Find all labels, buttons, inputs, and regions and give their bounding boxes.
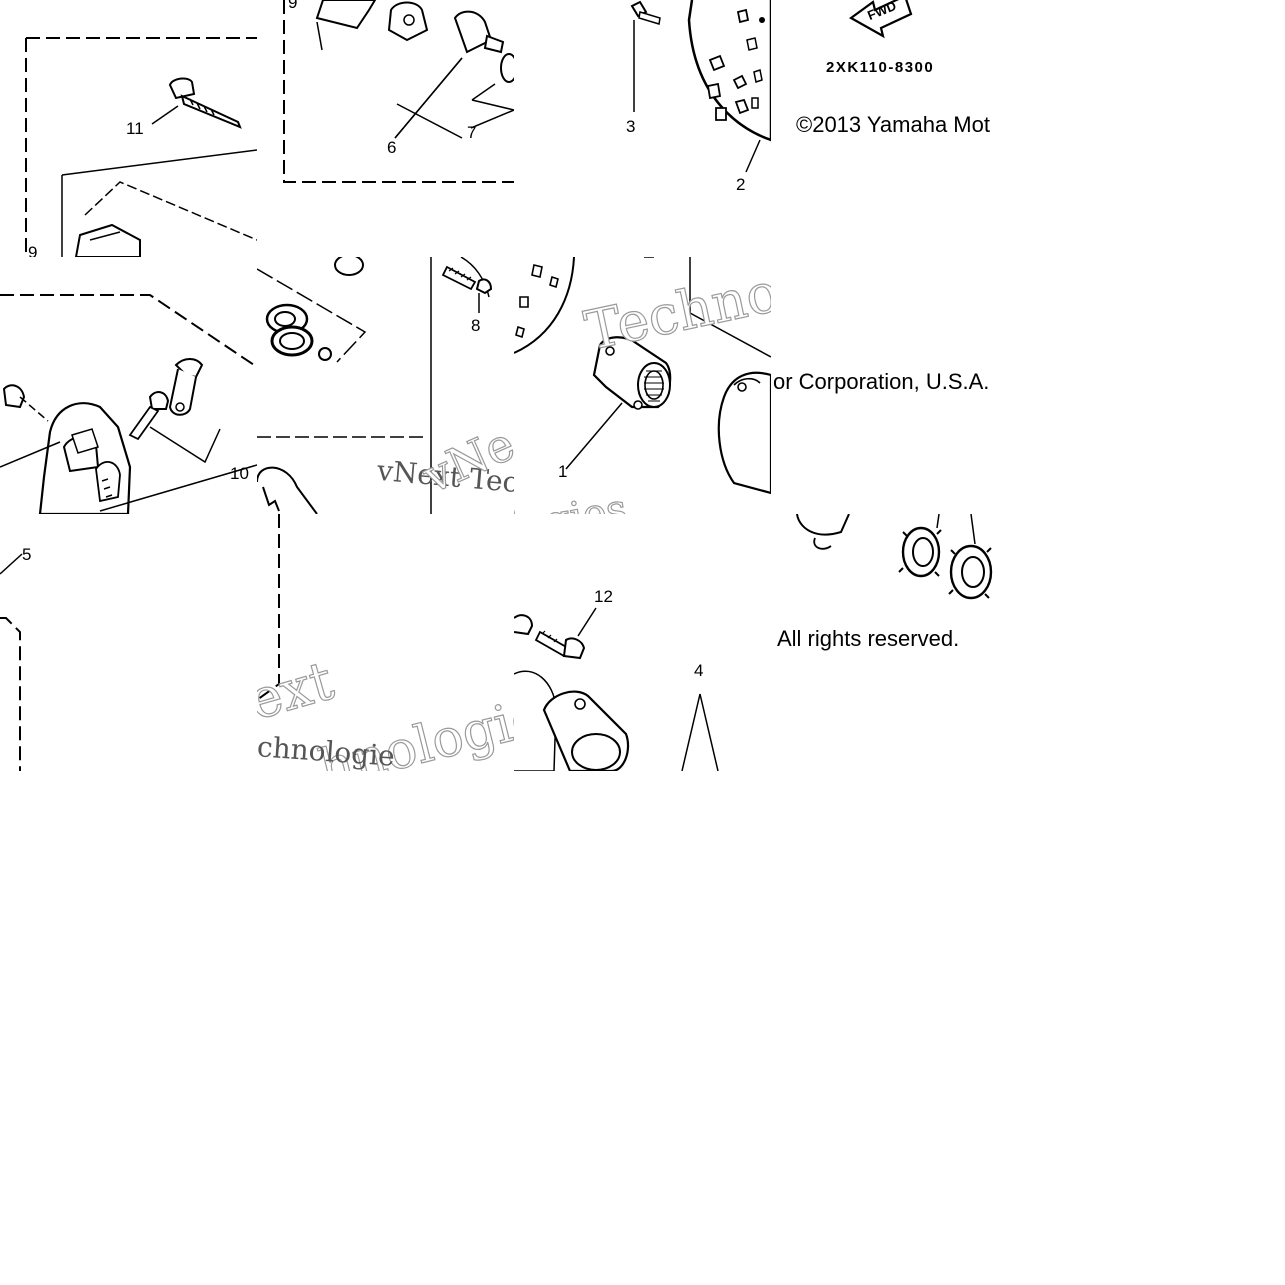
callout-1: 1 (558, 462, 568, 481)
callout-12: 12 (594, 587, 613, 606)
fwd-arrow-icon (848, 0, 913, 39)
brake-disc-drawing (630, 0, 771, 173)
lock-nut-a (898, 526, 942, 578)
pad-pin-drawing (283, 0, 514, 183)
hub-bolt (534, 630, 586, 660)
diagram-tile-disc: 3 2 (514, 0, 771, 257)
lock-nut-b (948, 544, 993, 600)
diagram-tile-group-5: 5 (0, 514, 257, 771)
fwd-arrow-drawing (848, 0, 913, 39)
disc-hub-drawing (514, 257, 771, 495)
part-number: 2XK110-8300 (826, 59, 935, 76)
group-5-drawing (0, 553, 23, 771)
lock-nut-drawing (796, 514, 993, 600)
callout-9-lower: 9 (28, 243, 38, 257)
callout-5: 5 (22, 545, 32, 564)
copyright-line-1: ©2013 Yamaha Mot (796, 112, 990, 137)
diagram-tile-caliper: 10 (0, 257, 257, 514)
callout-3: 3 (626, 117, 636, 136)
caliper-bolt-drawing (25, 37, 257, 257)
diagram-tile-hub: 1 Techno ologies (514, 257, 771, 514)
slide-pin-bolt (168, 77, 242, 129)
callout-2: 2 (736, 175, 746, 194)
callout-6: 6 (387, 138, 397, 157)
diagram-tile-seals: 8 vNext Tec vNe (257, 257, 514, 514)
diagram-tile-nuts: All rights reserved. (771, 514, 1028, 771)
frame-line-drawing (257, 514, 280, 701)
diagram-tile-copyright: or Corporation, U.S.A. (771, 257, 1028, 514)
diagram-tile-header: FWD 2XK110-8300 ©2013 Yamaha Mot (771, 0, 1028, 257)
seal-kit-drawing (257, 257, 493, 514)
callout-4: 4 (694, 661, 704, 680)
bolt-12-drawing (514, 607, 719, 771)
diagram-tile-caliper-bolt: 11 9 (0, 0, 257, 257)
copyright-line-2: or Corporation, U.S.A. (773, 369, 990, 394)
diagram-tile-bolt-12: 12 4 (514, 514, 771, 771)
caliper-drawing (0, 294, 257, 514)
disc-hub (592, 336, 672, 410)
callout-7: 7 (467, 123, 477, 142)
callout-8: 8 (471, 316, 481, 335)
disc-screw (630, 0, 661, 25)
callout-10: 10 (230, 464, 249, 483)
diagram-tile-pad-pins: 9 6 7 (257, 0, 514, 257)
callout-11: 11 (126, 119, 144, 138)
callout-9-upper: 9 (288, 0, 298, 12)
diagram-tile-watermark: ext hnologies chnologie (257, 514, 514, 771)
copyright-line-3: All rights reserved. (777, 626, 960, 651)
